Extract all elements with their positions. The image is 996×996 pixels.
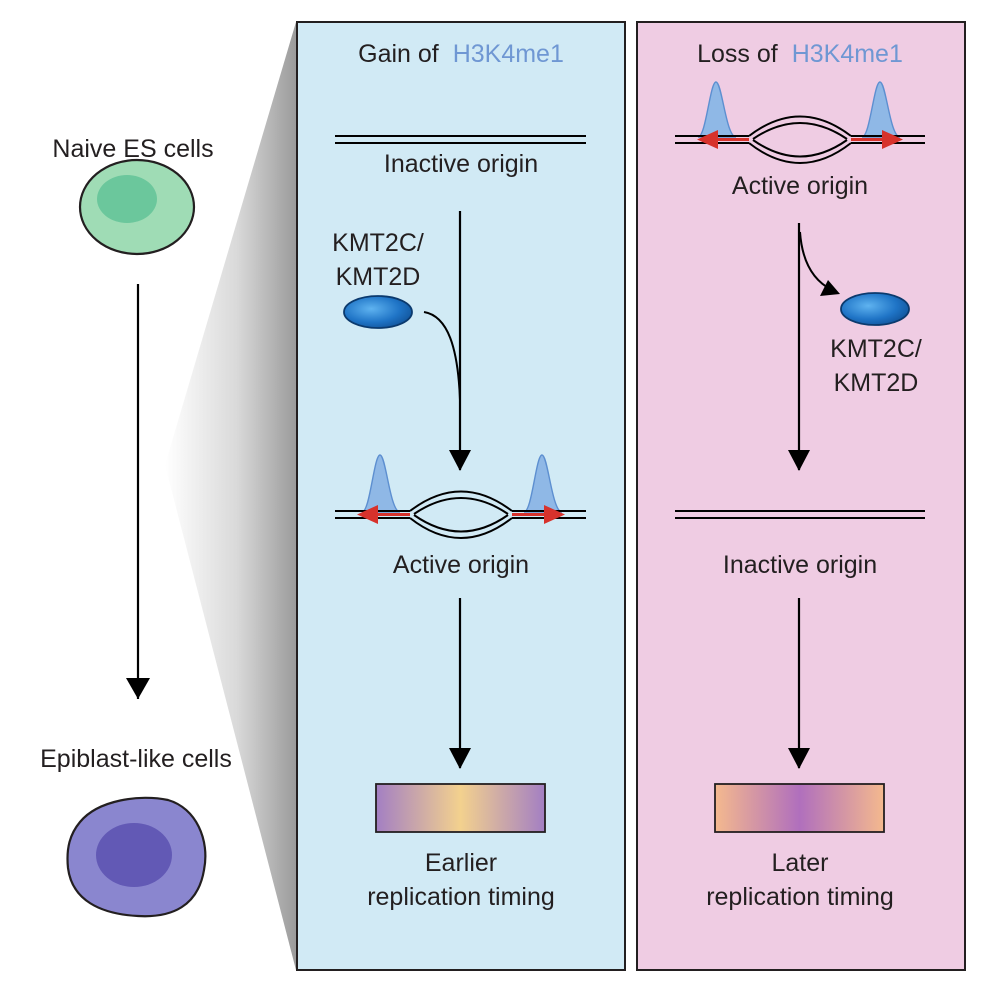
- gain-active-origin: [335, 454, 586, 539]
- loss-timing-label-line2: replication timing: [706, 883, 894, 911]
- loss-bottom-origin-label: Inactive origin: [723, 551, 877, 579]
- loss-main-arrowhead-2: [788, 748, 810, 769]
- gain-panel-title: Gain of H3K4me1: [358, 40, 564, 68]
- loss-fork-right-arrow: [882, 130, 903, 149]
- loss-timing-label-line1: Later: [772, 849, 829, 877]
- differentiation-arrowhead: [126, 678, 150, 699]
- loss-enzyme-label-line2: KMT2D: [834, 369, 919, 397]
- loss-peak-right: [861, 81, 901, 138]
- left-column: Naive ES cells Epiblast-like cells: [40, 135, 232, 918]
- loss-title-prefix: Loss of: [697, 40, 778, 68]
- loss-bubble-outer-bottom: [748, 142, 852, 164]
- loss-bubble-inner-bottom: [752, 139, 848, 158]
- gain-bubble-outer-top: [409, 490, 513, 512]
- loss-panel-title: Loss of H3K4me1: [697, 40, 903, 68]
- gain-bubble-outer-bottom: [409, 517, 513, 539]
- loss-bubble-inner-top: [752, 122, 848, 140]
- loss-title-mark: H3K4me1: [792, 40, 903, 68]
- loss-bubble-outer-top: [748, 115, 852, 137]
- zoom-funnel: [165, 22, 296, 970]
- loss-enzyme: [840, 292, 910, 326]
- gain-bubble-inner-top: [413, 497, 509, 515]
- gain-peak-left: [361, 454, 401, 513]
- loss-peak-left: [697, 81, 737, 138]
- naive-es-cells-label: Naive ES cells: [52, 135, 213, 163]
- gain-bubble-inner-bottom: [413, 514, 509, 533]
- naive-es-cell-nucleus: [97, 175, 157, 223]
- gain-fork-right-arrow: [544, 505, 565, 524]
- gain-peak-right: [523, 454, 563, 513]
- earlier-timing-bar: [375, 783, 546, 833]
- gain-fork-left-arrow: [357, 505, 378, 524]
- loss-main-arrowhead-1: [788, 450, 810, 471]
- loss-active-origin: [675, 81, 925, 164]
- gain-enzyme-label-line1: KMT2C/: [332, 229, 424, 257]
- loss-fork-left-arrow: [697, 130, 718, 149]
- gain-enzyme: [343, 295, 413, 329]
- gain-panel: Gain of H3K4me1 Inactive origin KMT2C/ K…: [296, 21, 626, 971]
- epiblast-like-cells-label: Epiblast-like cells: [40, 745, 232, 773]
- gain-bottom-origin-label: Active origin: [393, 551, 529, 579]
- gain-enzyme-label-line2: KMT2D: [336, 263, 421, 291]
- gain-title-mark: H3K4me1: [453, 40, 564, 68]
- loss-enzyme-release-arrowhead: [820, 280, 840, 296]
- gain-top-origin-label: Inactive origin: [384, 150, 538, 178]
- gain-main-arrowhead-2: [449, 748, 471, 769]
- gain-title-prefix: Gain of: [358, 40, 439, 68]
- epiblast-like-cell-nucleus: [96, 823, 172, 887]
- loss-top-origin-label: Active origin: [732, 172, 868, 200]
- gain-timing-label-line2: replication timing: [367, 883, 555, 911]
- gain-main-arrowhead-1: [449, 450, 471, 471]
- loss-panel: Loss of H3K4me1 Active origin KMT2C/ KMT…: [636, 21, 966, 971]
- loss-enzyme-label-line1: KMT2C/: [830, 335, 922, 363]
- later-timing-bar: [714, 783, 885, 833]
- gain-timing-label-line1: Earlier: [425, 849, 497, 877]
